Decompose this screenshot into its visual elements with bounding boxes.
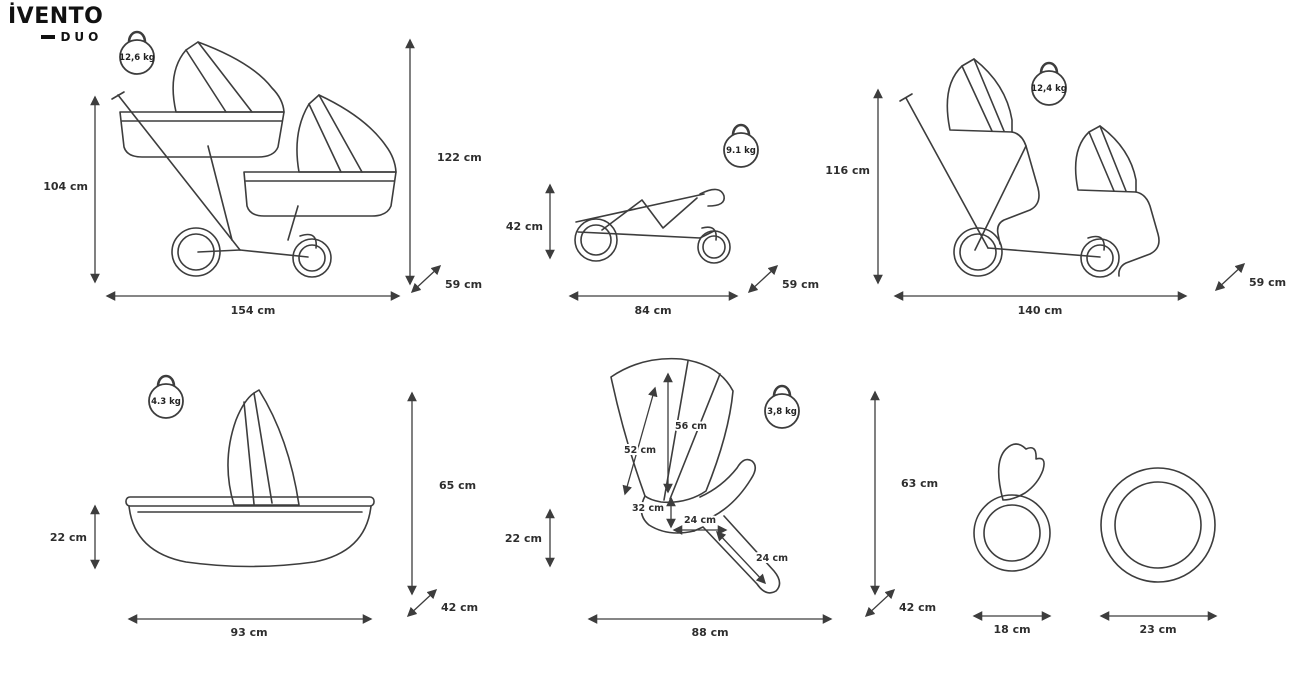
seat-backrest-length-dim [622,386,658,496]
seat-width-dim [864,589,896,617]
kettlebell-icon [772,384,792,399]
folded-width-label: 59 cm [782,278,819,291]
seat-unit-drawing [610,357,781,594]
seat-side-height-label: 22 cm [505,532,542,545]
kettlebell-icon [731,123,751,138]
kettlebell-icon [1039,61,1059,76]
kettlebell-icon [127,30,147,45]
seat-length-label: 88 cm [691,626,728,639]
seat-back-gap-label: 32 cm [632,503,664,514]
diagram-folded-chassis: 9.1 kg 42 cm 84 cm 59 cm [506,123,819,317]
carrycot-weight-label: 4.3 kg [151,397,181,407]
stroller-duo-weight-label: 12,4 kg [1031,84,1067,94]
diagram-wheels: 18 cm 23 cm [972,443,1218,636]
brand-series: DUO [60,30,103,44]
front-wheel-diameter-label: 18 cm [993,623,1030,636]
pram-duo-width-label: 59 cm [445,278,482,291]
rear-wheel-drawing [1100,467,1216,583]
brand-name: İVENTO [8,4,104,29]
seat-width-label: 42 cm [899,601,936,614]
seat-depth-label: 24 cm [684,515,716,526]
stroller-duo-width-dim [1214,263,1246,291]
brand-series-row: DUO [8,30,103,44]
pram-duo-weight-label: 12,6 kg [119,53,155,63]
stroller-duo-height-label: 116 cm [825,164,870,177]
carrycot-basket-height-label: 22 cm [50,531,87,544]
seat-weight-badge: 3,8 kg [764,384,800,429]
folded-height-label: 42 cm [506,220,543,233]
seat-height-label: 63 cm [901,477,938,490]
seat-backrest-height-label: 56 cm [675,421,707,432]
brand-logo: İVENTO DUO [8,4,104,45]
carrycot-width-dim [406,589,438,617]
rear-wheel-diameter-label: 23 cm [1139,623,1176,636]
stroller-duo-width-label: 59 cm [1249,276,1286,289]
pram-duo-width-dim [410,265,442,293]
seat-legrest-label: 24 cm [756,553,788,564]
logo-bar [41,35,56,39]
folded-weight-badge: 9.1 kg [723,123,759,168]
carrycot-drawing [125,389,375,568]
diagram-carrycot: 4.3 kg 22 cm 65 cm 93 cm 42 cm [50,374,478,639]
folded-weight-label: 9.1 kg [726,146,756,156]
stroller-duo-length-label: 140 cm [1018,304,1063,317]
diagram-double-carrycot-pram: 12,6 kg 104 cm 122 cm 154 cm 59 cm [43,30,482,317]
pram-duo-length-label: 154 cm [231,304,276,317]
diagram-double-seat-stroller: 12,4 kg 116 cm 140 cm 59 cm [825,58,1286,317]
double-carrycot-pram-drawing [111,41,397,278]
seat-legrest-dim [715,530,767,585]
diagram-seat-unit: 3,8 kg 56 cm 52 cm 32 cm 24 cm 24 cm 22 … [505,357,938,639]
carrycot-length-label: 93 cm [230,626,267,639]
seat-backrest-length-label: 52 cm [624,445,656,456]
double-seat-stroller-drawing [899,58,1160,278]
pram-duo-height-right-label: 122 cm [437,151,482,164]
carrycot-height-label: 65 cm [439,479,476,492]
front-wheel-drawing [973,443,1051,572]
carrycot-width-label: 42 cm [441,601,478,614]
pram-duo-weight-badge: 12,6 kg [119,30,155,75]
stroller-duo-weight-badge: 12,4 kg [1031,61,1067,106]
folded-length-label: 84 cm [634,304,671,317]
pram-duo-height-left-label: 104 cm [43,180,88,193]
seat-weight-label: 3,8 kg [767,407,797,417]
kettlebell-icon [156,374,176,389]
folded-width-dim [747,265,779,293]
carrycot-weight-badge: 4.3 kg [148,374,184,419]
folded-chassis-drawing [574,188,731,264]
